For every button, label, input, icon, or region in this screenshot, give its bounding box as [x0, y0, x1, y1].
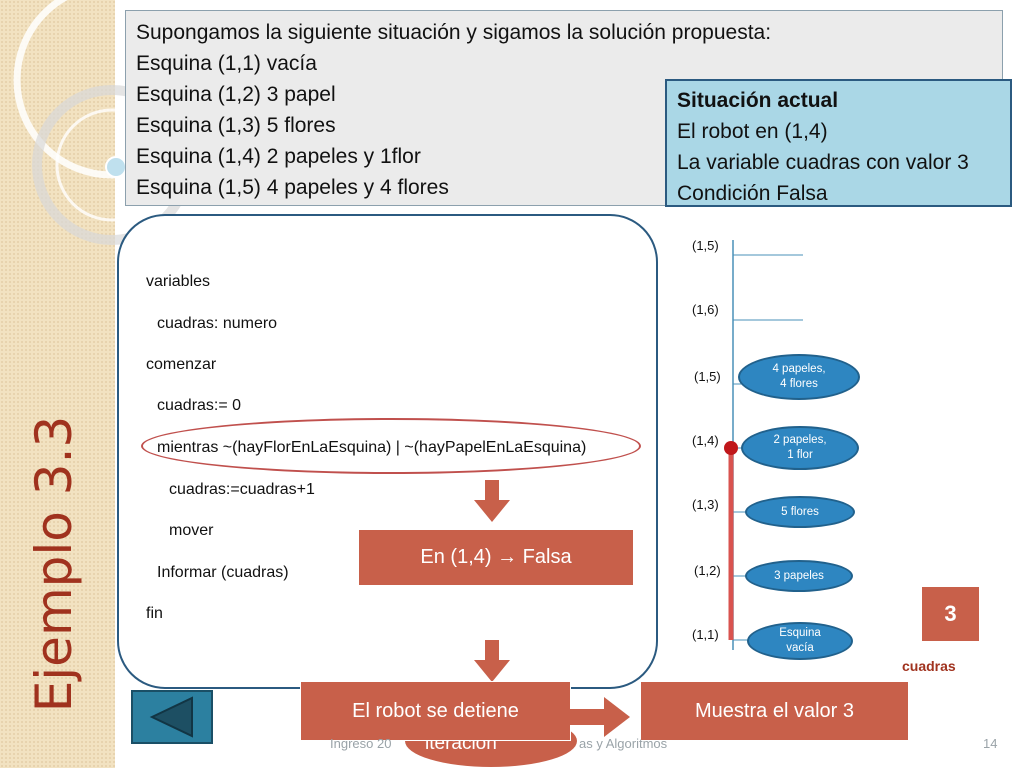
position-label: (1,2): [694, 563, 721, 578]
corner-content: 4 papeles, 4 flores: [738, 354, 860, 400]
footer-left: Ingreso 20: [330, 736, 392, 751]
code-line: cuadras: numero: [157, 315, 278, 332]
robot-marker: [724, 441, 738, 455]
corner-content: 2 papeles, 1 flor: [741, 426, 859, 470]
sidebar-background: [0, 0, 115, 768]
position-label: (1,5): [692, 238, 719, 253]
stop-callout: El robot se detiene: [300, 681, 571, 741]
position-label: (1,6): [692, 302, 719, 317]
situation-line: La variable cuadras con valor 3: [677, 151, 969, 174]
situation-line: El robot en (1,4): [677, 120, 828, 143]
code-line: mover: [169, 522, 214, 539]
position-label: (1,5): [694, 369, 721, 384]
corner-content-text: 2 papeles, 1 flor: [773, 434, 827, 461]
variable-value-box: 3: [922, 587, 979, 641]
corner-content-text: Esquina vacía: [779, 627, 821, 654]
corner-content: 3 papeles: [745, 560, 853, 592]
intro-line: Supongamos la siguiente situación y siga…: [136, 21, 772, 44]
corner-content-text: 4 papeles, 4 flores: [772, 363, 826, 390]
intro-line: Esquina (1,4) 2 papeles y 1flor: [136, 145, 421, 168]
show-value-callout: Muestra el valor 3: [640, 681, 909, 741]
intro-line: Esquina (1,2) 3 papel: [136, 83, 336, 106]
position-label: (1,3): [692, 497, 719, 512]
corner-content: Esquina vacía: [747, 622, 853, 660]
code-line: variables: [146, 273, 211, 290]
situation-line: Condición Falsa: [677, 182, 828, 205]
code-line: Informar (cuadras): [157, 564, 289, 581]
code-line: cuadras:= 0: [157, 397, 242, 414]
triangle-left-icon: [149, 696, 193, 738]
corner-content: 5 flores: [745, 496, 855, 528]
evaluation-callout: En (1,4) → Falsa: [358, 529, 634, 586]
arrow-down-icon: [474, 640, 510, 682]
code-line: comenzar: [146, 356, 217, 373]
intro-line: Esquina (1,5) 4 papeles y 4 flores: [136, 176, 449, 199]
intro-line: Esquina (1,3) 5 flores: [136, 114, 336, 137]
code-line: fin: [146, 605, 163, 622]
situation-box: Situación actual El robot en (1,4) La va…: [665, 79, 1012, 207]
arrow-down-icon: [474, 480, 510, 522]
situation-heading: Situación actual: [677, 89, 839, 112]
condition-highlight-oval: [141, 418, 641, 474]
position-label: (1,4): [692, 433, 719, 448]
corner-content-text: 3 papeles: [774, 569, 824, 582]
intro-line: Esquina (1,1) vacía: [136, 52, 317, 75]
page-number: 14: [983, 736, 998, 751]
code-line: cuadras:=cuadras+1: [169, 481, 315, 498]
decorative-circles: [13, 0, 211, 245]
footer-middle: as y Algoritmos: [579, 736, 668, 751]
corner-content-text: 5 flores: [781, 505, 819, 518]
slide-title: Ejemplo 3.3: [25, 415, 83, 713]
position-label: (1,1): [692, 627, 719, 642]
variable-name-label: cuadras: [902, 658, 956, 674]
arrow-right-icon: [570, 697, 630, 737]
previous-slide-button[interactable]: [131, 690, 213, 744]
